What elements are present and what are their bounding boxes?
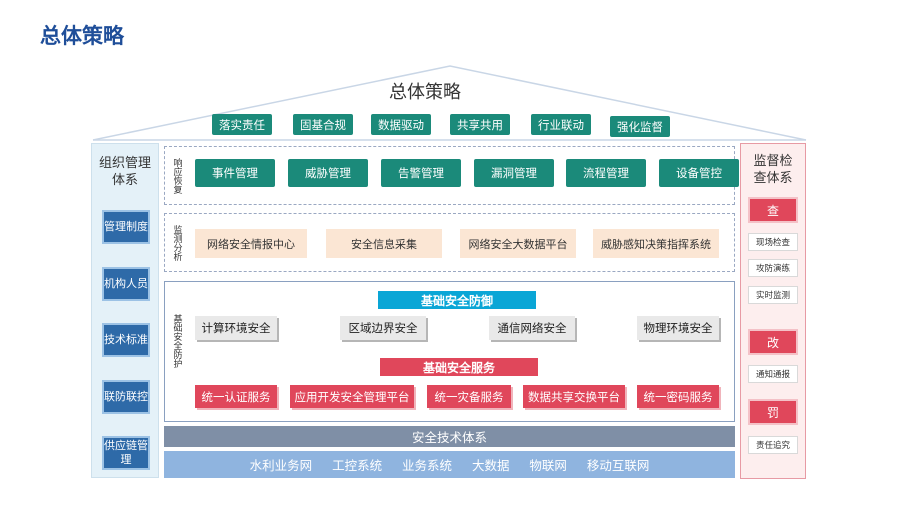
- response-item: 设备管控: [659, 159, 739, 187]
- response-item: 威胁管理: [288, 159, 368, 187]
- left-item-personnel: 机构人员: [102, 267, 150, 301]
- service-item: 统一认证服务: [195, 385, 277, 408]
- left-item-management-system: 管理制度: [102, 210, 150, 244]
- inspect-item: 攻防演练: [748, 259, 798, 277]
- strategy-tag: 共享共用: [450, 114, 510, 135]
- base-protection-label: 基础安全防护: [171, 314, 182, 368]
- response-item: 漏洞管理: [474, 159, 554, 187]
- organization-panel: [91, 143, 159, 478]
- monitoring-item: 威胁感知决策指挥系统: [593, 229, 719, 258]
- page-title: 总体策略: [40, 24, 124, 48]
- organization-panel-title: 组织管理体系: [99, 156, 152, 188]
- base-protection-section: [164, 281, 735, 422]
- rectify-item: 通知通报: [748, 365, 798, 383]
- response-item: 告警管理: [381, 159, 461, 187]
- inspect-item: 现场检查: [748, 233, 798, 251]
- tech-system-bar: 安全技术体系: [164, 426, 735, 447]
- defense-item: 计算环境安全: [195, 316, 277, 340]
- penalty-item: 责任追究: [748, 436, 798, 454]
- strategy-tag: 强化监督: [610, 116, 670, 137]
- left-item-supply-chain: 供应链管理: [102, 436, 150, 470]
- supervision-panel-title: 监督检查体系: [753, 154, 793, 186]
- defense-header: 基础安全防御: [378, 291, 536, 309]
- response-item: 流程管理: [566, 159, 646, 187]
- service-item: 应用开发安全管理平台: [290, 385, 414, 408]
- penalty-tag: 罚: [748, 399, 798, 425]
- supervision-panel: [740, 143, 806, 479]
- service-item: 统一密码服务: [637, 385, 719, 408]
- rectify-tag: 改: [748, 329, 798, 355]
- service-header: 基础安全服务: [380, 358, 538, 376]
- monitoring-item: 网络安全大数据平台: [460, 229, 576, 258]
- left-item-tech-standard: 技术标准: [102, 323, 150, 357]
- response-item: 事件管理: [195, 159, 275, 187]
- inspect-tag: 查: [748, 197, 798, 223]
- defense-item: 通信网络安全: [489, 316, 575, 340]
- strategy-tag: 行业联动: [531, 114, 591, 135]
- networks-bar: 水利业务网 工控系统 业务系统 大数据 物联网 移动互联网: [164, 451, 735, 478]
- service-item: 数据共享交换平台: [523, 385, 625, 408]
- monitoring-item: 网络安全情报中心: [195, 229, 307, 258]
- inspect-item: 实时监测: [748, 286, 798, 304]
- strategy-tag: 数据驱动: [371, 114, 431, 135]
- monitoring-section: [164, 213, 735, 272]
- strategy-tag: 落实责任: [212, 114, 272, 135]
- roof-title: 总体策略: [389, 82, 461, 103]
- defense-item: 区域边界安全: [340, 316, 426, 340]
- defense-item: 物理环境安全: [637, 316, 719, 340]
- response-section-label: 响应恢复: [171, 158, 182, 194]
- left-item-joint-defense: 联防联控: [102, 380, 150, 414]
- monitoring-section-label: 监测分析: [171, 225, 182, 261]
- service-item: 统一灾备服务: [427, 385, 511, 408]
- strategy-tag: 固基合规: [293, 114, 353, 135]
- monitoring-item: 安全信息采集: [326, 229, 442, 258]
